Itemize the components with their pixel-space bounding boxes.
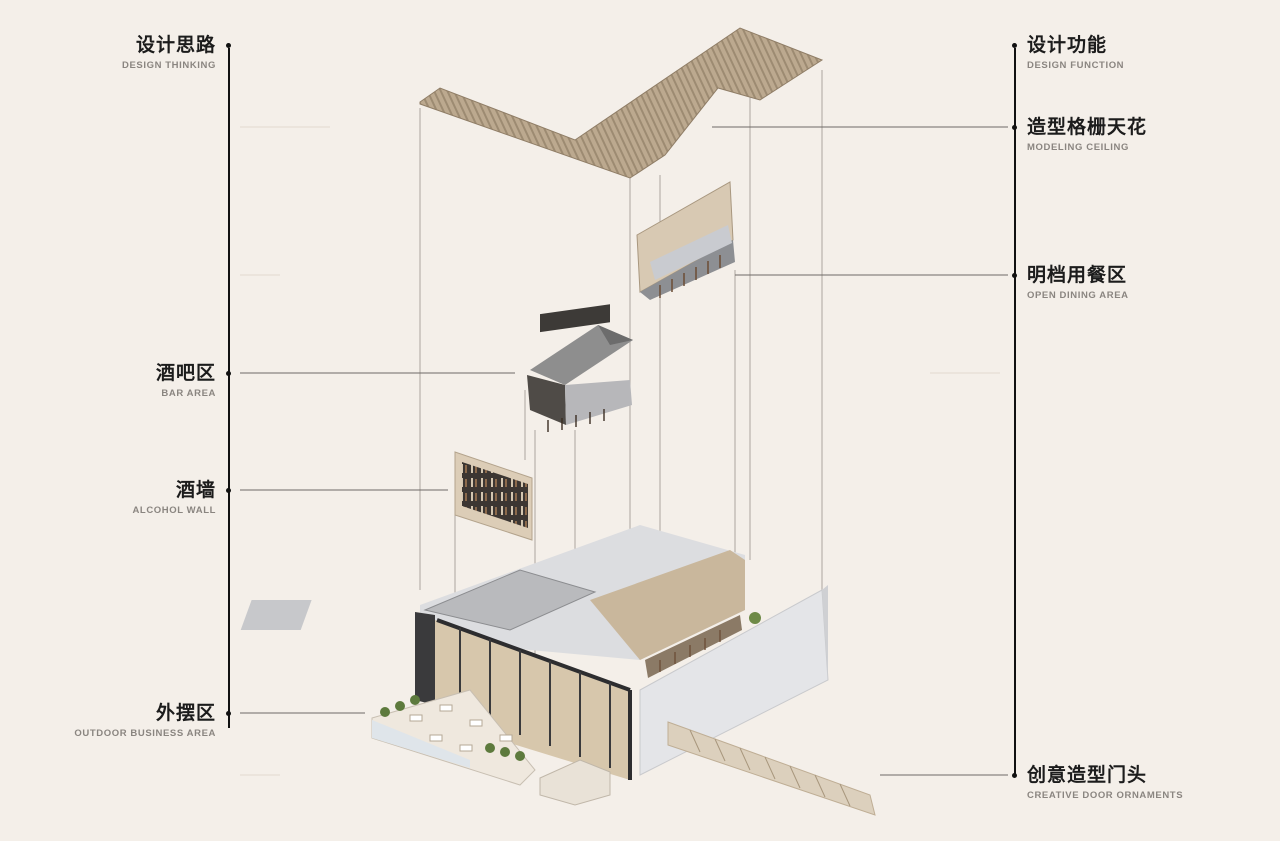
main-building: [240, 525, 876, 816]
left-header-dot: [226, 43, 231, 48]
alcohol-wall-module: [454, 451, 533, 541]
door-ornaments-title: 创意造型门头: [1027, 765, 1148, 786]
projection-lines: [419, 70, 823, 660]
right-dot-door: [1012, 773, 1017, 778]
right-dot-dining: [1012, 273, 1017, 278]
open-dining-subtitle: OPEN DINING AREA: [1027, 290, 1129, 301]
design-function-header: 设计功能 DESIGN FUNCTION: [1027, 36, 1124, 71]
modeling-ceiling-subtitle: MODELING CEILING: [1027, 142, 1129, 153]
outdoor-area-title: 外摆区: [155, 703, 216, 724]
left-dot-wall: [226, 488, 231, 493]
door-ornaments-label: 创意造型门头 CREATIVE DOOR ORNAMENTS: [1027, 766, 1183, 801]
alcohol-wall-label: 酒墙 ALCOHOL WALL: [132, 481, 216, 516]
right-dot-ceiling: [1012, 125, 1017, 130]
right-header-dot: [1012, 43, 1017, 48]
open-dining-label: 明档用餐区 OPEN DINING AREA: [1027, 266, 1129, 301]
faint-guide-lines: [240, 126, 1000, 776]
left-axis-line: [228, 48, 230, 728]
bar-area-title: 酒吧区: [155, 363, 216, 384]
design-thinking-header: 设计思路 DESIGN THINKING: [122, 36, 216, 71]
design-function-subtitle: DESIGN FUNCTION: [1027, 60, 1125, 71]
modeling-ceiling-title: 造型格栅天花: [1027, 117, 1148, 138]
ceiling-grille: [419, 27, 824, 179]
leader-lines: [240, 126, 1008, 776]
left-dot-outdoor: [226, 711, 231, 716]
door-ornaments-subtitle: CREATIVE DOOR ORNAMENTS: [1027, 790, 1184, 801]
open-dining-title: 明档用餐区: [1027, 265, 1128, 286]
bar-area-label: 酒吧区 BAR AREA: [156, 364, 216, 399]
design-thinking-title: 设计思路: [135, 35, 216, 56]
design-thinking-subtitle: DESIGN THINKING: [122, 60, 216, 71]
right-axis-line: [1014, 48, 1016, 776]
alcohol-wall-subtitle: ALCOHOL WALL: [132, 505, 216, 516]
outdoor-area-label: 外摆区 OUTDOOR BUSINESS AREA: [74, 704, 216, 739]
outdoor-area-subtitle: OUTDOOR BUSINESS AREA: [74, 728, 216, 739]
bar-area-subtitle: BAR AREA: [161, 388, 216, 399]
alcohol-wall-title: 酒墙: [175, 480, 216, 501]
design-function-title: 设计功能: [1027, 35, 1108, 56]
bar-area-module: [527, 304, 633, 432]
left-dot-bar: [226, 371, 231, 376]
open-dining-module: [636, 181, 735, 300]
modeling-ceiling-label: 造型格栅天花 MODELING CEILING: [1027, 118, 1147, 153]
